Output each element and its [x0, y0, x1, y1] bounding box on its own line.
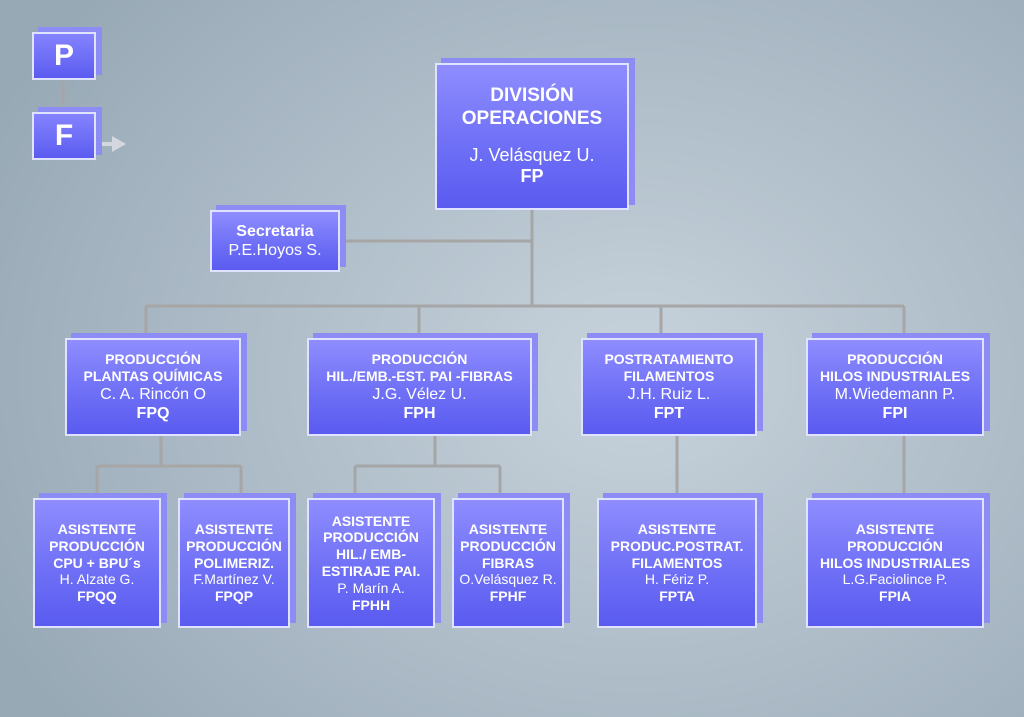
fph-code: FPH — [403, 404, 436, 422]
top-name: J. Velásquez U. — [469, 144, 595, 165]
top-code: FP — [520, 166, 544, 187]
fphf-code: FPHF — [489, 588, 527, 605]
fpta-box: ASISTENTE PRODUC.POSTRAT. FILAMENTOS H. … — [597, 498, 757, 628]
fpia-box: ASISTENTE PRODUCCIÓN HILOS INDUSTRIALES … — [806, 498, 984, 628]
fpq-name: C. A. Rincón O — [100, 385, 206, 403]
fpqp-code: FPQP — [214, 588, 254, 605]
fpi-box: PRODUCCIÓN HILOS INDUSTRIALES M.Wiedeman… — [806, 338, 984, 436]
fph-line1: PRODUCCIÓN — [371, 351, 468, 368]
fpia-line2: PRODUCCIÓN — [847, 537, 943, 554]
fpqp-box: ASISTENTE PRODUCCIÓN POLIMERIZ. F.Martín… — [178, 498, 290, 628]
fphh-line4: ESTIRAJE PAI. — [321, 563, 421, 579]
fpqq-line1: ASISTENTE — [57, 521, 137, 537]
fpta-line2: PRODUC.POSTRAT. — [610, 537, 744, 554]
fpia-name: L.G.Faciolince P. — [842, 571, 948, 588]
fpt-code: FPT — [653, 404, 685, 422]
fpta-line1: ASISTENTE — [637, 521, 717, 537]
fpi-name: M.Wiedemann P. — [834, 385, 956, 403]
fpqp-line3: POLIMERIZ. — [193, 554, 275, 571]
fph-line2: HIL./EMB.-EST. PAI -FIBRAS — [326, 367, 513, 384]
fpq-box: PRODUCCIÓN PLANTAS QUÍMICAS C. A. Rincón… — [65, 338, 241, 436]
fpqp-name: F.Martínez V. — [193, 571, 275, 588]
fpi-line2: HILOS INDUSTRIALES — [819, 367, 971, 384]
fpi-line1: PRODUCCIÓN — [847, 351, 943, 368]
fpia-line1: ASISTENTE — [855, 521, 935, 537]
fphh-line3: HIL./ EMB- — [336, 546, 406, 563]
legend-f-box: F — [32, 112, 96, 160]
fpta-code: FPTA — [659, 588, 695, 605]
fpq-line1: PRODUCCIÓN — [105, 351, 201, 368]
fph-box: PRODUCCIÓN HIL./EMB.-EST. PAI -FIBRAS J.… — [307, 338, 532, 436]
fphh-line1: ASISTENTE — [331, 512, 411, 529]
fpi-code: FPI — [882, 404, 908, 422]
fpt-box: POSTRATAMIENTO FILAMENTOS J.H. Ruiz L. F… — [581, 338, 757, 436]
fpqq-code: FPQQ — [77, 588, 117, 605]
fpqq-name: H. Alzate G. — [59, 571, 135, 588]
fphh-name: P. Marín A. — [337, 579, 405, 596]
top-title-line1: DIVISIÓN — [490, 85, 574, 107]
fphf-name: O.Velásquez R. — [459, 571, 557, 588]
secretary-name: P.E.Hoyos S. — [228, 242, 322, 259]
secretaria-box: Secretaria P.E.Hoyos S. — [210, 210, 340, 272]
fpta-line3: FILAMENTOS — [631, 554, 723, 571]
fpt-line1: POSTRATAMIENTO — [604, 351, 734, 368]
fpq-line2: PLANTAS QUÍMICAS — [83, 367, 223, 384]
fpqq-box: ASISTENTE PRODUCCIÓN CPU + BPU´s H. Alza… — [33, 498, 161, 628]
legend-p-box: P — [32, 32, 96, 80]
fpta-name: H. Fériz P. — [644, 571, 710, 588]
top-title-line2: OPERACIONES — [461, 107, 603, 129]
fpt-line2: FILAMENTOS — [623, 367, 715, 384]
fpqp-line1: ASISTENTE — [194, 521, 274, 537]
fpqq-line2: PRODUCCIÓN — [49, 537, 145, 554]
fpia-code: FPIA — [879, 588, 911, 605]
fpia-line3: HILOS INDUSTRIALES — [819, 554, 971, 571]
fphf-line3: FIBRAS — [481, 554, 535, 571]
fph-name: J.G. Vélez U. — [372, 385, 467, 403]
fphh-box: ASISTENTE PRODUCCIÓN HIL./ EMB- ESTIRAJE… — [307, 498, 435, 628]
fphf-box: ASISTENTE PRODUCCIÓN FIBRAS O.Velásquez … — [452, 498, 564, 628]
fphf-line2: PRODUCCIÓN — [460, 537, 556, 554]
fpqp-line2: PRODUCCIÓN — [186, 537, 282, 554]
legend-p-label: P — [53, 39, 74, 72]
legend-f-label: F — [54, 119, 74, 152]
fphf-line1: ASISTENTE — [468, 521, 548, 537]
secretary-title: Secretaria — [236, 222, 314, 240]
fpq-code: FPQ — [136, 404, 170, 422]
division-operaciones-box: DIVISIÓN OPERACIONES J. Velásquez U. FP — [435, 63, 629, 210]
fpqq-line3: CPU + BPU´s — [53, 554, 141, 571]
fpt-name: J.H. Ruiz L. — [627, 385, 711, 403]
fphh-code: FPHH — [351, 596, 391, 613]
fphh-line2: PRODUCCIÓN — [323, 529, 419, 546]
